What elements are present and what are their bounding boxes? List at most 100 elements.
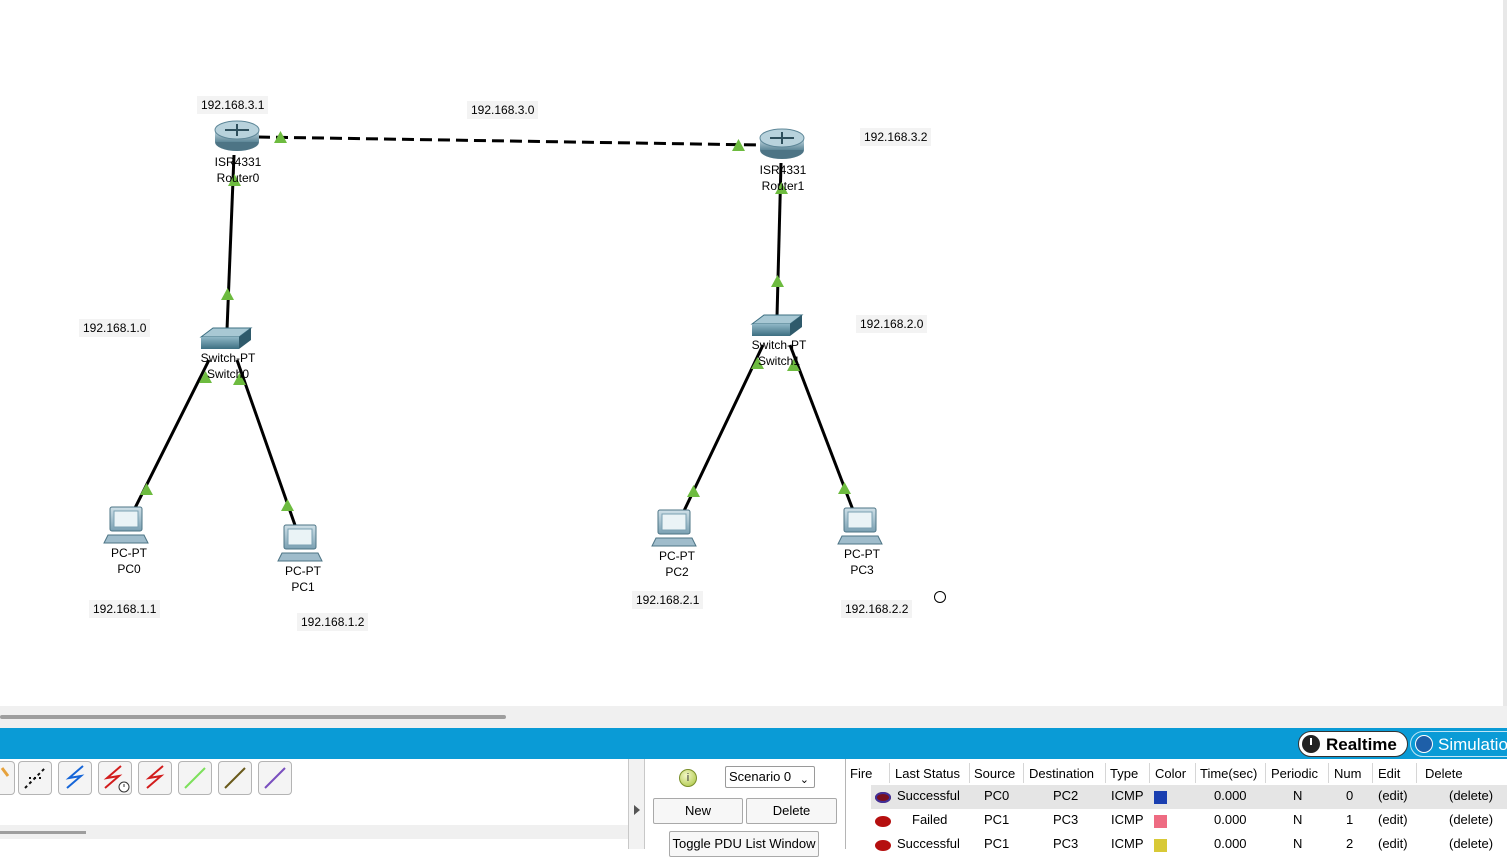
- toggle-pdu-list-button[interactable]: Toggle PDU List Window: [669, 831, 819, 857]
- cell-periodic: N: [1293, 812, 1303, 827]
- device-model: ISR4331: [759, 163, 807, 177]
- cell-destination: PC2: [1053, 788, 1079, 803]
- cell-last-status: Failed: [912, 812, 948, 827]
- router0-label: ISR4331 Router0: [215, 154, 262, 186]
- note-pc3-ip[interactable]: 192.168.2.2: [841, 600, 913, 618]
- switch-icon[interactable]: [750, 314, 804, 336]
- note-pc0-ip[interactable]: 192.168.1.1: [89, 600, 161, 618]
- delete-scenario-button[interactable]: Delete: [746, 798, 837, 824]
- device-name: PC3: [850, 563, 874, 577]
- header-delete[interactable]: Delete: [1425, 766, 1463, 781]
- device-name: Switch0: [206, 367, 250, 381]
- serial-dce-clock-button[interactable]: [98, 761, 132, 795]
- note-router1-ip[interactable]: 192.168.3.2: [860, 128, 932, 146]
- pc-icon[interactable]: [837, 507, 883, 545]
- device-name: PC0: [117, 562, 141, 576]
- usb-cable-icon: [264, 767, 286, 789]
- device-name: Router0: [216, 171, 260, 185]
- stopwatch-icon: [1415, 735, 1433, 753]
- info-icon[interactable]: i: [679, 769, 697, 787]
- router-icon[interactable]: [759, 128, 805, 159]
- device-name: Switch1: [757, 354, 801, 368]
- fire-icon[interactable]: [875, 840, 891, 851]
- scenario-dropdown[interactable]: Scenario 0 ⌄: [725, 766, 815, 788]
- header-last-status[interactable]: Last Status: [895, 766, 961, 781]
- link-up-indicator: [787, 359, 800, 371]
- header-destination[interactable]: Destination: [1029, 766, 1095, 781]
- cell-source: PC0: [984, 788, 1010, 803]
- octal-cable-icon: [184, 767, 206, 789]
- link-router0-router1[interactable]: [257, 135, 761, 147]
- fire-icon[interactable]: [875, 792, 891, 803]
- device-name: Router1: [761, 179, 805, 193]
- expand-arrow-icon[interactable]: [634, 805, 640, 815]
- edit-link[interactable]: (edit): [1378, 836, 1408, 851]
- note-lan2-network[interactable]: 192.168.2.0: [856, 315, 928, 333]
- edit-link[interactable]: (edit): [1378, 812, 1408, 827]
- usb-cable-button[interactable]: [258, 761, 292, 795]
- note-router0-ip[interactable]: 192.168.3.1: [197, 96, 269, 114]
- octal-cable-button[interactable]: [178, 761, 212, 795]
- serial-dce-button[interactable]: [58, 761, 92, 795]
- pdu-row[interactable]: Successful PC0 PC2 ICMP 0.000 N 0 (edit)…: [871, 785, 1507, 809]
- header-color[interactable]: Color: [1155, 766, 1187, 781]
- delete-link[interactable]: (delete): [1449, 812, 1494, 827]
- device-model: PC-PT: [659, 549, 695, 563]
- link-up-indicator: [751, 357, 764, 369]
- console-cable-button[interactable]: [18, 761, 52, 795]
- link-up-indicator: [233, 373, 246, 385]
- pdu-row[interactable]: Failed PC1 PC3 ICMP 0.000 N 1 (edit) (de…: [871, 809, 1507, 833]
- link-switch1-pc3[interactable]: [788, 344, 855, 511]
- serial-dte-button[interactable]: [138, 761, 172, 795]
- logical-workspace[interactable]: ISR4331 Router0 ISR4331 Router1 Switch-P…: [0, 0, 1507, 712]
- pc3-label: PC-PT PC3: [844, 546, 880, 578]
- realtime-mode-button[interactable]: Realtime: [1298, 731, 1408, 757]
- toolbar-horizontal-scrollbar[interactable]: [0, 825, 628, 839]
- copper-straight-through-button[interactable]: [0, 761, 15, 795]
- fire-icon[interactable]: [875, 816, 891, 827]
- header-edit[interactable]: Edit: [1378, 766, 1401, 781]
- cell-last-status: Successful: [897, 836, 960, 851]
- header-fire[interactable]: Fire: [850, 766, 873, 781]
- cell-num: 1: [1346, 812, 1354, 827]
- router1-label: ISR4331 Router1: [760, 162, 807, 194]
- cell-last-status: Successful: [897, 788, 960, 803]
- pc-icon[interactable]: [651, 509, 697, 547]
- new-scenario-button[interactable]: New: [653, 798, 743, 824]
- simulation-mode-button[interactable]: Simulatio: [1410, 731, 1507, 757]
- link-up-indicator: [687, 485, 700, 497]
- edit-link[interactable]: (edit): [1378, 788, 1408, 803]
- pc-icon[interactable]: [103, 506, 149, 544]
- scrollbar-thumb[interactable]: [0, 715, 506, 719]
- link-switch1-pc2[interactable]: [681, 344, 765, 514]
- panel-splitter[interactable]: [628, 759, 645, 849]
- scrollbar-thumb[interactable]: [0, 831, 86, 834]
- cell-source: PC1: [984, 812, 1010, 827]
- router-icon[interactable]: [214, 120, 260, 151]
- cell-time: 0.000: [1214, 836, 1247, 851]
- note-lan1-network[interactable]: 192.168.1.0: [79, 319, 151, 337]
- iot-custom-cable-button[interactable]: [218, 761, 252, 795]
- link-switch0-pc1[interactable]: [235, 359, 298, 529]
- delete-link[interactable]: (delete): [1449, 788, 1494, 803]
- serial-dce-icon: [65, 765, 85, 789]
- header-time[interactable]: Time(sec): [1200, 766, 1258, 781]
- workspace-horizontal-scrollbar[interactable]: [0, 706, 1507, 728]
- delete-link[interactable]: (delete): [1449, 836, 1494, 851]
- note-wan-network[interactable]: 192.168.3.0: [467, 101, 539, 119]
- header-periodic[interactable]: Periodic: [1271, 766, 1318, 781]
- mouse-cursor-icon: [934, 591, 946, 603]
- switch0-label: Switch-PT Switch0: [201, 350, 256, 382]
- vertical-scrollbar[interactable]: [1503, 0, 1507, 712]
- header-type[interactable]: Type: [1110, 766, 1139, 781]
- pc-icon[interactable]: [277, 524, 323, 562]
- header-source[interactable]: Source: [974, 766, 1016, 781]
- switch-icon[interactable]: [199, 327, 253, 349]
- header-num[interactable]: Num: [1334, 766, 1362, 781]
- link-up-indicator: [228, 174, 241, 186]
- note-pc1-ip[interactable]: 192.168.1.2: [297, 613, 369, 631]
- pdu-row[interactable]: Successful PC1 PC3 ICMP 0.000 N 2 (edit)…: [871, 833, 1507, 857]
- cell-periodic: N: [1293, 788, 1303, 803]
- note-pc2-ip[interactable]: 192.168.2.1: [632, 591, 704, 609]
- cell-destination: PC3: [1053, 812, 1079, 827]
